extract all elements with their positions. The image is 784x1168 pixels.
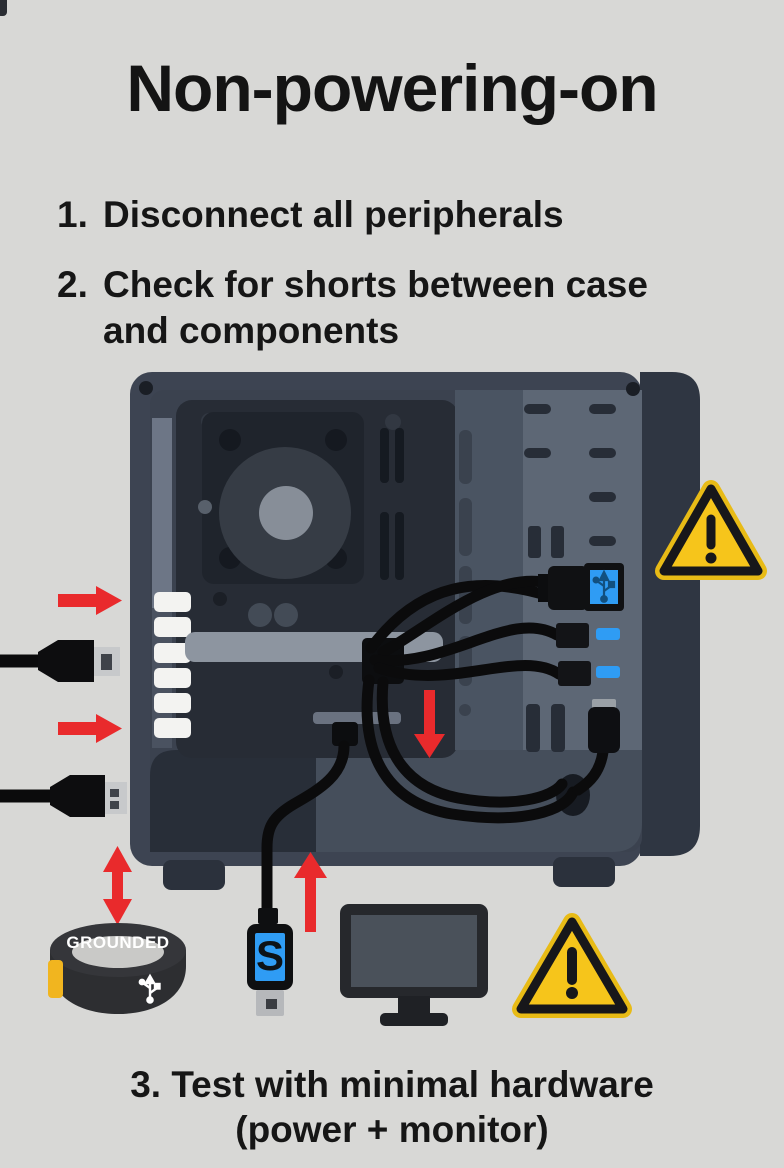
usb-header-ports bbox=[556, 623, 620, 686]
fan-screw bbox=[219, 429, 241, 451]
monitor-screen bbox=[351, 915, 477, 987]
warning-triangle-right-icon bbox=[655, 480, 767, 580]
step-2-text-line1: Check for shorts between case bbox=[103, 264, 648, 305]
plug-body bbox=[50, 775, 105, 817]
step-3: 3. Test with minimal hardware (power + m… bbox=[0, 1062, 784, 1152]
internal-cables bbox=[261, 575, 609, 916]
step-2: 2. Check for shorts between case and com… bbox=[57, 262, 648, 354]
usb-trident-icon bbox=[592, 569, 616, 603]
case-screw bbox=[626, 382, 640, 396]
front-rail-top bbox=[152, 418, 172, 608]
grounded-label: GROUNDED bbox=[66, 933, 169, 952]
strap-hole bbox=[72, 936, 164, 968]
usb-c-plug bbox=[588, 699, 620, 753]
red-arrows bbox=[58, 586, 445, 932]
plug-tip bbox=[105, 782, 127, 814]
warning-triangle-bottom-icon bbox=[512, 913, 632, 1018]
step-2-text-line2: and components bbox=[103, 310, 400, 351]
header-plug bbox=[558, 661, 591, 686]
usb-plug-bottom-icon bbox=[0, 775, 127, 817]
step-1: 1. Disconnect all peripherals bbox=[57, 192, 564, 238]
cable-header-small bbox=[332, 722, 358, 746]
fan-clip bbox=[198, 500, 212, 514]
case-foot bbox=[163, 860, 225, 890]
usb-trident-icon bbox=[138, 973, 161, 1004]
fan-hub bbox=[259, 486, 313, 540]
case-screw bbox=[139, 381, 153, 395]
tray-vents bbox=[380, 428, 404, 580]
step-3-text-line2: (power + monitor) bbox=[235, 1109, 549, 1150]
plug-contact bbox=[101, 654, 112, 670]
connector-blue-face bbox=[255, 933, 285, 981]
step-1-number: 1. bbox=[57, 194, 88, 235]
arrow-double-vertical-icon bbox=[103, 846, 132, 925]
tray-dot bbox=[274, 603, 298, 627]
step-1-text: Disconnect all peripherals bbox=[103, 194, 564, 235]
connector-contact bbox=[266, 999, 277, 1009]
case-front-panel bbox=[640, 372, 700, 856]
corner-mark bbox=[0, 0, 7, 16]
arrow-right-top-icon bbox=[58, 586, 122, 615]
blue-port bbox=[596, 628, 620, 640]
page-title: Non-powering-on bbox=[126, 51, 658, 125]
grounded-wrist-strap-icon: GROUNDED bbox=[48, 923, 186, 1014]
usb3-port bbox=[538, 563, 624, 611]
arrow-right-bottom-icon bbox=[58, 714, 122, 743]
monitor-neck bbox=[398, 996, 430, 1018]
expansion-slots bbox=[154, 592, 191, 738]
case-foot bbox=[553, 857, 615, 887]
usb3-plug bbox=[548, 566, 588, 610]
step-3-text-line1: Test with minimal hardware bbox=[171, 1064, 654, 1105]
step-3-number: 3. bbox=[130, 1064, 162, 1105]
connector-letter: S bbox=[256, 932, 284, 979]
tray-dot bbox=[248, 603, 272, 627]
strap-clip bbox=[48, 960, 63, 998]
tray-dot bbox=[385, 414, 401, 430]
step-2-number: 2. bbox=[57, 264, 88, 305]
pc-case bbox=[130, 372, 700, 916]
plug-contact bbox=[110, 801, 119, 809]
blue-port bbox=[596, 666, 620, 678]
plug-body bbox=[588, 707, 620, 753]
usb-plug-top-icon bbox=[0, 640, 120, 682]
connector-collar bbox=[258, 908, 278, 924]
bay-vents bbox=[524, 404, 616, 752]
arrow-down-icon bbox=[414, 690, 445, 758]
header-plug bbox=[556, 623, 589, 648]
usb-s-connector-icon: S bbox=[247, 908, 293, 1016]
monitor-icon bbox=[340, 904, 488, 1026]
monitor-base bbox=[380, 1013, 448, 1026]
case-fan bbox=[198, 412, 364, 584]
tray-screw bbox=[213, 592, 227, 606]
plug-contact bbox=[110, 789, 119, 797]
tray-screw bbox=[329, 665, 343, 679]
cable-to-s-connector bbox=[261, 740, 350, 916]
arrow-up-icon bbox=[294, 852, 327, 932]
fan-screw bbox=[325, 429, 347, 451]
plug-body bbox=[38, 640, 94, 682]
